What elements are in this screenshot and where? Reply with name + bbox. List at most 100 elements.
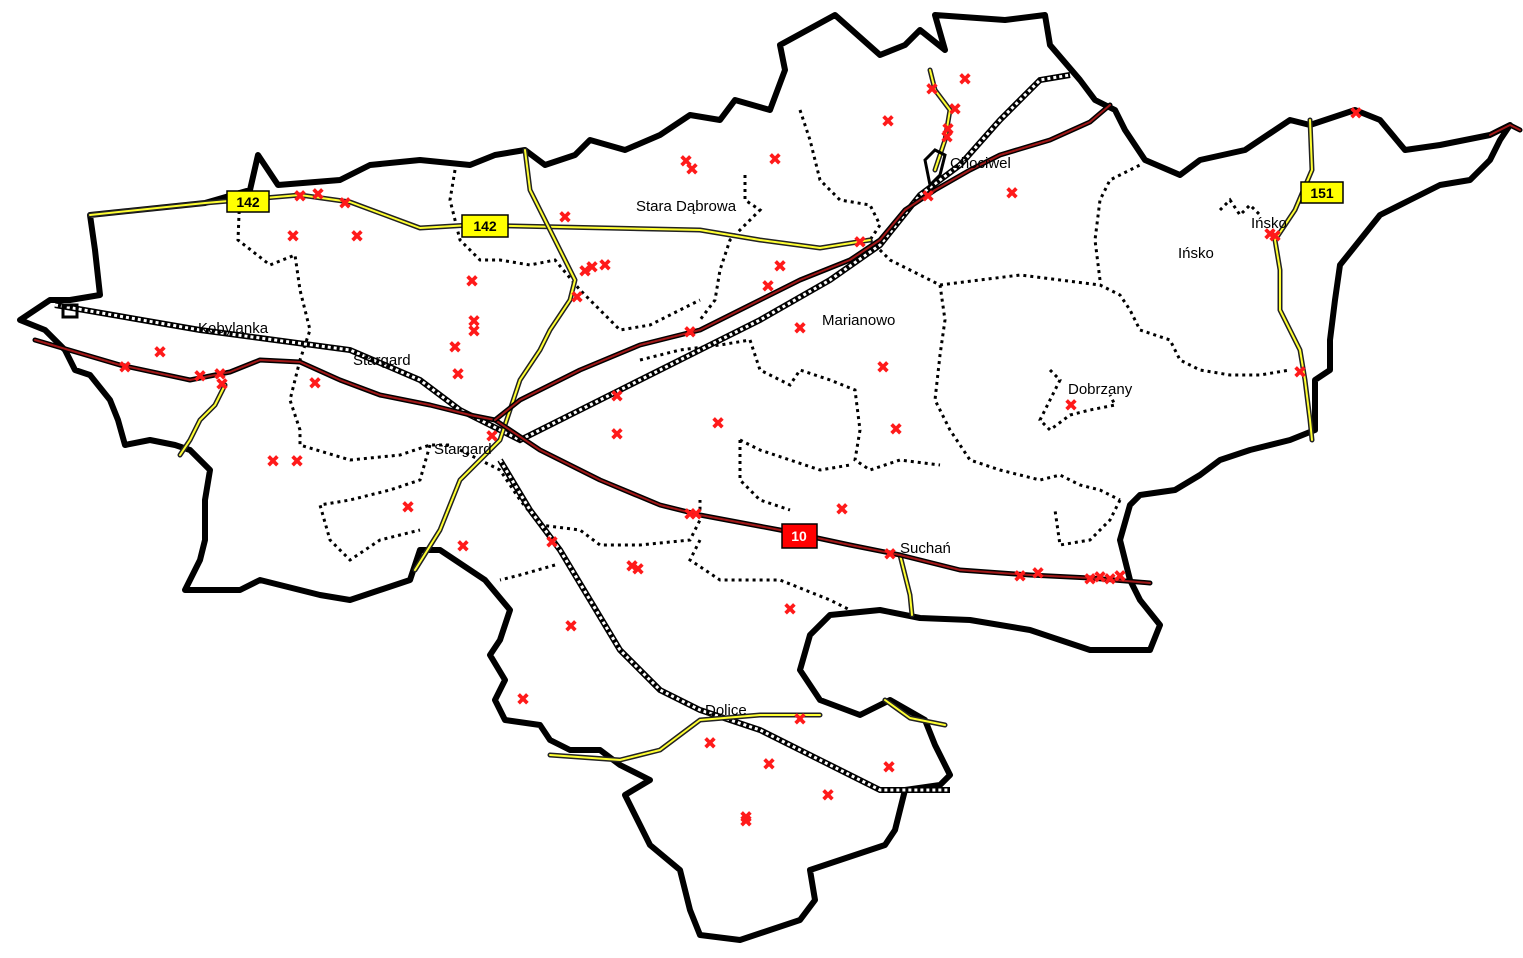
marker-icon: ✖ <box>610 387 624 407</box>
marker-icon: ✖ <box>883 545 897 565</box>
marker-icon: ✖ <box>835 500 849 520</box>
marker-icon: ✖ <box>293 187 307 207</box>
marker-icon: ✖ <box>793 319 807 339</box>
marker-icon: ✖ <box>1113 567 1127 587</box>
marker-icon: ✖ <box>448 338 462 358</box>
town-label-chociwel: Chociwel <box>950 155 1011 172</box>
marker-icon: ✖ <box>290 452 304 472</box>
marker-icon: ✖ <box>118 358 132 378</box>
marker-icon: ✖ <box>516 690 530 710</box>
svg-text:142: 142 <box>473 218 497 234</box>
marker-icon: ✖ <box>948 100 962 120</box>
marker-icon: ✖ <box>585 258 599 278</box>
road-shields: 142 142 151 10 <box>226 181 1344 549</box>
marker-icon: ✖ <box>266 452 280 472</box>
road-shield-151: 151 <box>1300 181 1344 204</box>
marker-icon: ✖ <box>564 617 578 637</box>
marker-icon: ✖ <box>1013 567 1027 587</box>
marker-icon: ✖ <box>876 358 890 378</box>
marker-icon: ✖ <box>773 257 787 277</box>
marker-icon: ✖ <box>739 812 753 832</box>
marker-icon: ✖ <box>689 505 703 525</box>
markers: ✖ ✖ ✖ ✖ ✖ ✖ ✖ ✖ ✖ ✖ ✖ ✖ ✖ ✖ ✖ ✖ ✖ ✖ ✖ ✖ ✖ ✖ ✖ ✖ ✖ ✖ ✖ ✖ ✖ ✖ ✖ ✖ ✖ ✖ ✖ ✖ ✖ ✖ ✖ ✖… <box>118 70 1363 832</box>
town-label-suchan: Suchań <box>900 540 951 557</box>
marker-icon: ✖ <box>683 323 697 343</box>
marker-icon: ✖ <box>311 185 325 205</box>
marker-icon: ✖ <box>485 427 499 447</box>
marker-icon: ✖ <box>1349 104 1363 124</box>
town-label-kobylanka: Kobylanka <box>198 320 269 337</box>
marker-icon: ✖ <box>467 312 481 332</box>
marker-icon: ✖ <box>286 227 300 247</box>
marker-icon: ✖ <box>1263 225 1277 245</box>
svg-text:142: 142 <box>236 194 260 210</box>
marker-icon: ✖ <box>685 160 699 180</box>
svg-text:151: 151 <box>1310 185 1334 201</box>
marker-icon: ✖ <box>679 152 693 172</box>
marker-icon: ✖ <box>925 80 939 100</box>
marker-icon: ✖ <box>683 505 697 525</box>
marker-icon: ✖ <box>193 367 207 387</box>
road-shield-10: 10 <box>781 523 818 549</box>
road-shield-142-center: 142 <box>461 214 509 238</box>
marker-icon: ✖ <box>401 498 415 518</box>
marker-icon: ✖ <box>338 194 352 214</box>
town-label-stargard: Stargard <box>434 441 492 458</box>
town-label-dobrzany: Dobrzany <box>1068 381 1133 398</box>
marker-icon: ✖ <box>711 414 725 434</box>
marker-icon: ✖ <box>153 343 167 363</box>
railways <box>54 72 1071 793</box>
marker-icon: ✖ <box>578 262 592 282</box>
svg-text:10: 10 <box>791 528 807 544</box>
town-label-insko-2: Ińsko <box>1178 245 1214 262</box>
marker-icon: ✖ <box>1268 227 1282 247</box>
town-label-dolice: Dolice <box>705 702 747 719</box>
marker-icon: ✖ <box>570 288 584 308</box>
marker-icon: ✖ <box>889 420 903 440</box>
marker-icon: ✖ <box>1083 570 1097 590</box>
marker-icon: ✖ <box>625 557 639 577</box>
marker-icon: ✖ <box>308 374 322 394</box>
marker-icon: ✖ <box>1005 184 1019 204</box>
marker-icon: ✖ <box>940 128 954 148</box>
marker-icon: ✖ <box>631 560 645 580</box>
marker-icon: ✖ <box>598 256 612 276</box>
marker-icon: ✖ <box>1293 363 1307 383</box>
town-label-stara-dabrowa: Stara Dąbrowa <box>636 198 737 215</box>
town-label-insko: Ińsko <box>1251 215 1287 232</box>
marker-icon: ✖ <box>467 322 481 342</box>
marker-icon: ✖ <box>793 710 807 730</box>
marker-icon: ✖ <box>465 272 479 292</box>
marker-icon: ✖ <box>456 537 470 557</box>
marker-icon: ✖ <box>558 208 572 228</box>
town-label-marianowo: Marianowo <box>822 312 895 329</box>
marker-icon: ✖ <box>821 786 835 806</box>
national-roads <box>32 102 1523 586</box>
marker-icon: ✖ <box>739 808 753 828</box>
marker-icon: ✖ <box>768 150 782 170</box>
town-labels: Kobylanka Stargard Stargard Stara Dąbrow… <box>198 155 1287 719</box>
marker-icon: ✖ <box>958 70 972 90</box>
marker-icon: ✖ <box>1093 568 1107 588</box>
marker-icon: ✖ <box>1103 570 1117 590</box>
marker-icon: ✖ <box>451 365 465 385</box>
marker-icon: ✖ <box>213 365 227 385</box>
marker-icon: ✖ <box>350 227 364 247</box>
marker-icon: ✖ <box>882 758 896 778</box>
marker-icon: ✖ <box>783 600 797 620</box>
marker-icon: ✖ <box>921 187 935 207</box>
marker-icon: ✖ <box>941 120 955 140</box>
marker-icon: ✖ <box>1064 396 1078 416</box>
marker-icon: ✖ <box>762 755 776 775</box>
town-label-stargard-north: Stargard <box>353 352 411 369</box>
settlement-outlines <box>61 148 947 319</box>
district-boundary <box>17 12 1513 943</box>
road-shield-142-west: 142 <box>226 190 270 213</box>
marker-icon: ✖ <box>545 533 559 553</box>
marker-icon: ✖ <box>881 112 895 132</box>
marker-icon: ✖ <box>761 277 775 297</box>
commune-boundaries <box>236 109 1291 612</box>
marker-icon: ✖ <box>1031 564 1045 584</box>
marker-icon: ✖ <box>215 375 229 395</box>
